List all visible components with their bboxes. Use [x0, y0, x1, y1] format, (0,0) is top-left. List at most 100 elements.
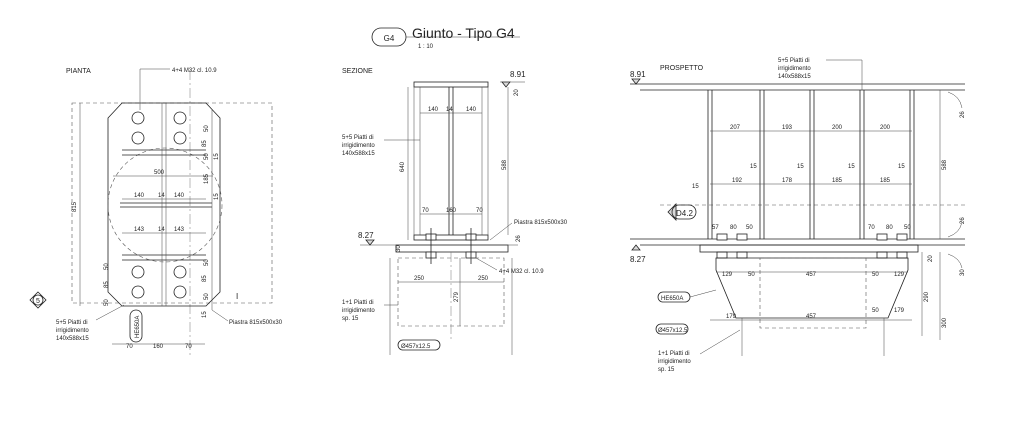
dim-w250a: 250	[414, 276, 425, 282]
dim-l85: 85	[104, 281, 110, 288]
dim-p50c: 50	[872, 308, 879, 314]
nut-icon	[876, 233, 888, 241]
dim-h588: 588	[502, 159, 508, 170]
nut-icon	[716, 251, 728, 259]
dim-v290: 290	[924, 291, 930, 302]
dim-s207: 207	[730, 125, 741, 131]
level-marker-icon	[501, 81, 511, 88]
bolt-icon	[131, 265, 145, 279]
dim-r26b: 26	[960, 217, 966, 224]
sezione-base-plate	[395, 244, 509, 253]
sezione-lower-line2: irrigidimento	[342, 308, 375, 314]
dim-s178: 178	[782, 178, 793, 184]
pianta-profile-label: HE650A	[135, 316, 141, 338]
dim-r15a: 15	[214, 153, 220, 160]
dim-arc	[947, 91, 963, 109]
level-marker-icon	[365, 239, 375, 246]
dim-t140a: 140	[428, 107, 439, 113]
dim-q15b: 15	[750, 164, 757, 170]
bolt-icon	[173, 265, 187, 279]
dim-arc	[947, 253, 963, 269]
dim-r85b: 85	[202, 275, 208, 282]
leader-line	[489, 222, 513, 241]
dim-q15e: 15	[898, 164, 905, 170]
prospetto-lower-line3: sp. 15	[658, 367, 675, 373]
pianta-base-plate	[107, 102, 221, 307]
bolt-icon	[173, 285, 187, 299]
sezione-top-flange	[413, 81, 489, 88]
pianta-ref-mark: I	[236, 292, 238, 301]
dim-500: 500	[154, 170, 165, 176]
dim-140b: 140	[174, 193, 185, 199]
nut-icon	[736, 233, 748, 241]
level-marker-icon	[631, 78, 641, 85]
view-prospetto: PROSPETTO 8.91 8.27 5+5 Piatti di irrigi	[630, 58, 966, 373]
sezione-stiffener-line3: 140x588x15	[342, 151, 375, 157]
dim-b70a: 70	[126, 344, 133, 350]
view-label-pianta: PIANTA	[66, 68, 91, 75]
dim-q15d: 15	[848, 164, 855, 170]
sezione-lower-line3: sp. 15	[342, 316, 359, 322]
pianta-stiffener-line1: 5+5 Piatti di	[56, 320, 88, 326]
dim-r50a: 50	[204, 125, 210, 132]
sezione-pipe-frame	[397, 339, 441, 351]
dim-p457b: 457	[806, 314, 817, 320]
level-marker-icon	[631, 244, 641, 251]
prospetto-level-top: 8.91	[630, 70, 646, 79]
nut-icon	[716, 233, 728, 241]
dim-p129b: 129	[894, 272, 905, 278]
section-ref-circle	[32, 294, 44, 306]
dim-l50a: 50	[104, 263, 110, 270]
dim-t140b: 140	[466, 107, 477, 113]
title-block: G4 Giunto - Tipo G4 1 : 10	[371, 25, 520, 50]
detail-ref-frame	[671, 204, 697, 220]
title-tag: G4	[384, 34, 395, 43]
bolt-icon	[131, 285, 145, 299]
prospetto-profile-label: HE650A	[661, 296, 683, 302]
prospetto-level-bot: 8.27	[630, 255, 646, 264]
dim-p50a: 50	[748, 272, 755, 278]
sezione-pipe-label: Ø457x12.5	[401, 344, 431, 350]
dim-q15a: 15	[692, 184, 699, 190]
dim-s185b: 185	[880, 178, 891, 184]
nut-icon	[736, 251, 748, 259]
dim-s200a: 200	[832, 125, 843, 131]
dim-p179: 179	[726, 314, 737, 320]
dim-b70b: 70	[476, 208, 483, 214]
prospetto-stiffeners	[707, 90, 915, 239]
dim-143b: 143	[174, 227, 185, 233]
sezione-plate-label: Piastra 815x500x30	[514, 220, 568, 226]
sezione-bolts-label: 4+4 M32 cl. 10.9	[499, 269, 544, 275]
drawing-title: Giunto - Tipo G4	[412, 25, 515, 41]
dim-d30: 30	[396, 245, 402, 252]
bolt-icon	[131, 131, 145, 145]
dim-14a: 14	[158, 193, 165, 199]
dim-b80a: 80	[730, 225, 737, 231]
nut-icon	[876, 251, 888, 259]
dim-r85a: 85	[202, 140, 208, 147]
dim-r15b: 15	[214, 193, 220, 200]
dim-b70a: 70	[422, 208, 429, 214]
dim-p179b: 179	[894, 308, 905, 314]
dim-r50d: 50	[204, 293, 210, 300]
bolt-icon	[131, 111, 145, 125]
dim-b50a: 50	[746, 225, 753, 231]
dim-d26: 26	[516, 235, 522, 242]
pianta-pipe-circle	[107, 147, 223, 263]
view-sezione: SEZIONE 8.91 20 140 14 140 640 588 70 16…	[342, 68, 568, 355]
dim-b70b: 70	[185, 344, 192, 350]
view-pianta: PIANTA 4+4 M32 cl.	[29, 68, 283, 355]
sezione-lower-line1: 1+1 Piatti di	[342, 300, 374, 306]
sezione-stiffener-line1: 5+5 Piatti di	[342, 135, 374, 141]
leader-line	[475, 257, 498, 271]
dim-r50c: 50	[204, 259, 210, 266]
leader-line	[211, 309, 229, 322]
dim-l50b: 50	[104, 299, 110, 306]
pianta-plate-label: Piastra 815x500x30	[229, 320, 283, 326]
prospetto-lower-line2: irrigidimento	[658, 359, 691, 365]
dim-arc	[947, 221, 963, 238]
dim-143a: 143	[134, 227, 145, 233]
dim-b50b: 50	[904, 225, 911, 231]
dim-b80b: 80	[886, 225, 893, 231]
